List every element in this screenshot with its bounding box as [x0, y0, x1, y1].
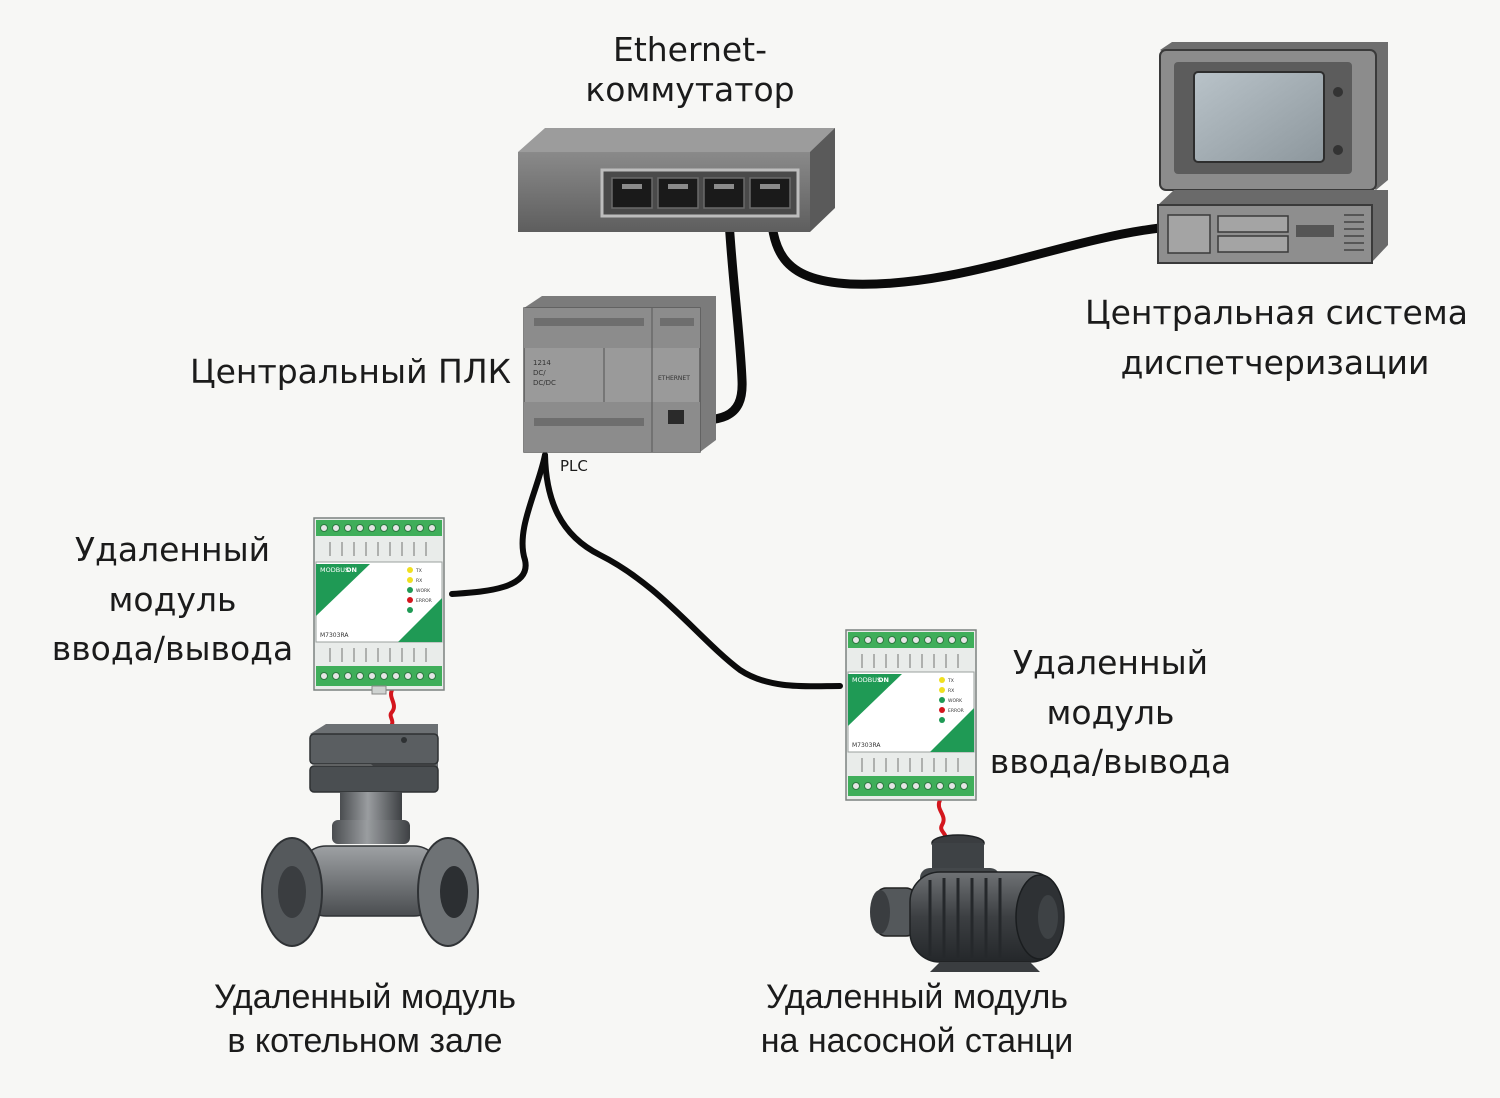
scada-label: Центральная система диспетчеризации — [1085, 288, 1468, 387]
io-left-label-line3: ввода/вывода — [51, 629, 294, 668]
io-module-left: MODBUS ON M7303RA TX RX WORK ERROR — [313, 517, 445, 695]
scada-computer — [1157, 42, 1388, 264]
pump — [870, 834, 1065, 972]
plc-ethernet-port — [668, 410, 684, 424]
pump-label-line2: на насосной станци — [760, 1022, 1074, 1061]
led-work-label: WORK — [948, 698, 963, 704]
led-work-label: WORK — [416, 588, 431, 594]
module-model: M7303RA — [852, 742, 881, 749]
switch-label-line1: Ethernet- — [612, 30, 768, 69]
led-error-label: ERROR — [948, 708, 964, 714]
scada-label-line1: Центральная система — [1085, 293, 1468, 332]
module-brand-on: ON — [878, 676, 889, 684]
switch-ports — [611, 177, 791, 209]
switch-label-line2: коммутатор — [585, 70, 795, 110]
module-brand-on: ON — [346, 566, 357, 574]
central-plc: 1214 DC/ DC/DC ETHERNET — [523, 296, 716, 453]
module-model: M7303RA — [320, 632, 349, 639]
monitor-screen — [1193, 71, 1325, 163]
led-error — [407, 597, 413, 603]
io-left-label: Удаленный модуль ввода/вывода — [40, 525, 305, 674]
plc-face-text-2: DC/ — [533, 369, 546, 377]
led-rx-label: RX — [416, 578, 422, 584]
plc-face-text-1: 1214 — [533, 359, 551, 367]
module-brand-stripe — [316, 564, 370, 616]
boiler-label: Удаленный модуль в котельном зале — [180, 975, 550, 1063]
switch-label: Ethernet- коммутатор — [560, 30, 820, 111]
led-work — [407, 587, 413, 593]
io-left-label-line2: модуль — [108, 579, 237, 619]
io-module-right: MODBUS ON M7303RA TX RX WORK ERROR — [845, 629, 977, 801]
led-tx-label: TX — [415, 568, 422, 574]
scada-label-line2: диспетчеризации — [1120, 342, 1430, 382]
cable-plc-to-left-module — [449, 452, 548, 597]
plc-label-text: Центральный ПЛК — [190, 352, 512, 391]
plc-label: Центральный ПЛК — [190, 352, 520, 392]
plc-tag: PLC — [560, 457, 588, 475]
led-tx — [407, 567, 413, 573]
ethernet-switch — [518, 128, 835, 232]
module-brand: MODBUS — [320, 566, 349, 574]
boiler-label-line2: в котельном зале — [227, 1022, 503, 1061]
signal-wire-valve — [388, 688, 396, 726]
plc-face-text-3: DC/DC — [533, 379, 556, 387]
led-tx-label: TX — [947, 678, 954, 684]
boiler-label-line1: Удаленный модуль — [213, 978, 517, 1016]
cable-plc-to-right-module — [542, 452, 843, 690]
pump-label: Удаленный модуль на насосной станци — [722, 975, 1112, 1063]
plc-port-label: ETHERNET — [658, 375, 690, 382]
cable-switch-to-scada — [765, 195, 1165, 289]
io-left-label-line1: Удаленный — [74, 530, 271, 569]
led-error-label: ERROR — [416, 598, 432, 604]
led-rx-label: RX — [948, 688, 954, 694]
io-right-label: Удаленный модуль ввода/вывода — [978, 638, 1243, 787]
led-rx — [407, 577, 413, 583]
module-brand: MODBUS — [852, 676, 881, 684]
pump-label-line1: Удаленный модуль — [765, 978, 1069, 1016]
io-right-label-line1: Удаленный — [1012, 643, 1209, 682]
valve — [261, 724, 479, 947]
io-right-label-line3: ввода/вывода — [989, 742, 1232, 781]
io-right-label-line2: модуль — [1046, 692, 1175, 732]
